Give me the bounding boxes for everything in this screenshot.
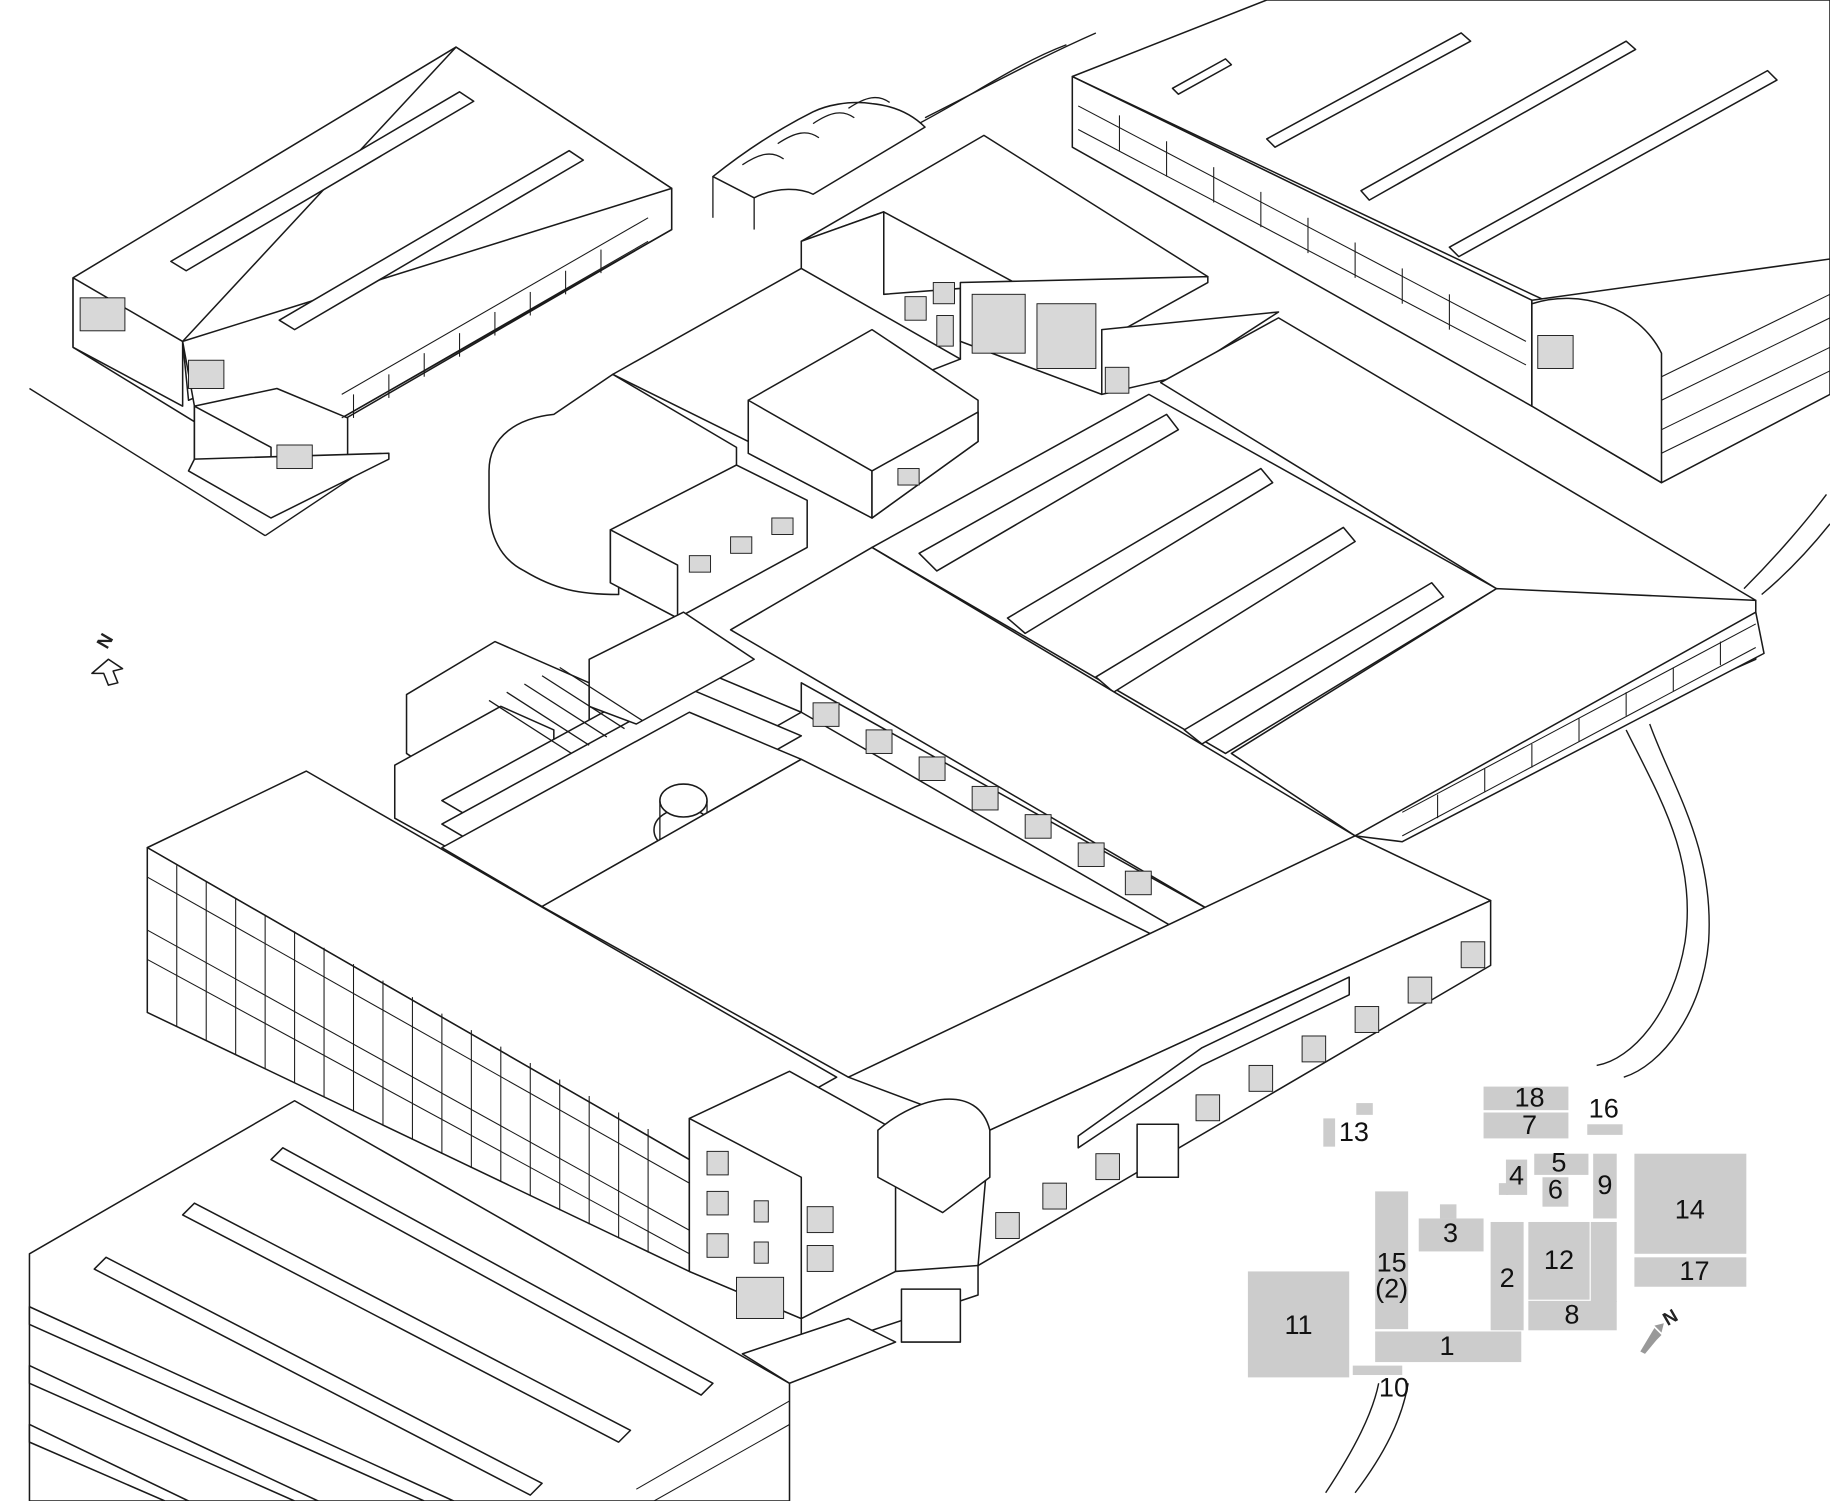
plan-block-6 [1542,1177,1569,1207]
plan-label-6: 6 [1548,1174,1563,1205]
plan-block-1 [1375,1331,1522,1363]
building-top-right [1071,0,1830,484]
plan-block-3 [1418,1218,1484,1252]
plan-label-15: 15 [1377,1247,1407,1278]
plan-label-17: 17 [1679,1255,1709,1286]
plan-label-10: 10 [1379,1371,1409,1402]
plan-block-12 [1528,1221,1590,1300]
plan-label-11: 11 [1284,1309,1312,1340]
roads [29,32,1830,1494]
building-office [146,770,991,1355]
plan-label-5: 5 [1551,1146,1566,1177]
plan-block-14 [1634,1153,1747,1254]
plan-block-18 [1483,1086,1569,1111]
building-top-left [72,46,673,519]
plan-block-2 [1490,1221,1524,1331]
plan-block-4b [1498,1183,1509,1195]
plan-block-9 [1593,1153,1617,1219]
sawtooth-windows [1402,623,1757,837]
plan-label-15-sub: (2) [1375,1272,1408,1303]
building-center-top [488,134,1280,619]
plan-label-4: 4 [1509,1159,1524,1190]
top-left-windows [79,217,649,470]
office-facade-grid [147,865,690,1255]
site-plan-key: 11 10 15 (2) 1 3 2 12 8 9 4 5 6 7 18 16 … [1247,1082,1747,1402]
north-arrow-plan: N [1640,1305,1681,1354]
building-terrace [393,611,803,908]
building-courtyard [541,546,1492,1267]
plan-block-8 [1528,1300,1617,1331]
plan-block-10 [1352,1365,1403,1376]
plan-label-14: 14 [1675,1194,1705,1225]
vaulted-canopy [712,96,926,230]
plan-label-9: 9 [1597,1169,1612,1200]
plan-block-13b [1356,1103,1373,1115]
center-top-windows [688,282,1130,573]
building-bottom-left [28,1099,897,1501]
building-sawtooth-center [871,317,1765,843]
office-side-windows [706,1150,834,1319]
plan-block-17 [1634,1257,1747,1287]
plan-block-11 [1247,1271,1350,1378]
plan-label-12: 12 [1544,1244,1574,1275]
plan-block-16 [1587,1124,1623,1135]
top-right-windows [1077,105,1830,454]
plan-label-18: 18 [1514,1082,1544,1113]
plan-label-13: 13 [1339,1116,1369,1147]
pergola [488,666,643,754]
plan-block-3-annex [1439,1204,1457,1219]
north-label: N [92,630,117,652]
plan-label-3: 3 [1443,1217,1458,1248]
plan-block-4 [1505,1159,1528,1195]
plan-label-1: 1 [1439,1330,1454,1361]
plan-label-7: 7 [1522,1109,1537,1140]
plan-block-13 [1323,1118,1336,1147]
plan-label-2: 2 [1500,1262,1515,1293]
courtyard-windows [812,702,1486,1239]
plan-label-8: 8 [1564,1298,1579,1329]
plan-block-15 [1375,1191,1409,1330]
north-arrow-axon: N [91,630,124,686]
plan-block-9-lower [1590,1221,1617,1303]
plan-block-7 [1483,1112,1569,1139]
plan-label-16: 16 [1589,1092,1619,1123]
plan-block-5 [1534,1153,1589,1175]
